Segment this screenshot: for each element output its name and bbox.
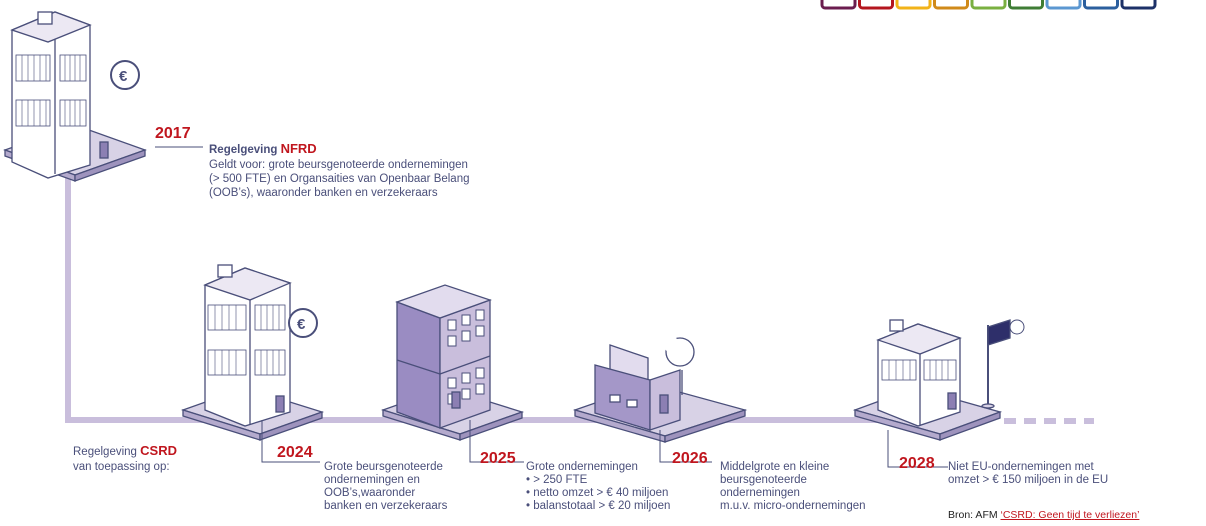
bullet-item: netto omzet > € 40 miljoen bbox=[526, 487, 670, 500]
window bbox=[461, 388, 471, 400]
svg-text:€: € bbox=[119, 68, 128, 85]
source-link[interactable]: ‘CSRD: Geen tijd te verliezen’ bbox=[1000, 509, 1140, 521]
nfrd-line: (> 500 FTE) en Organsaities van Openbaar… bbox=[209, 173, 470, 185]
building-2017-icon: € bbox=[3, 11, 147, 182]
window bbox=[475, 383, 485, 395]
csrd-prefix: Regelgeving bbox=[73, 446, 141, 458]
source-prefix: Bron: AFM bbox=[948, 509, 1001, 521]
colour-swatch bbox=[1008, 0, 1044, 10]
colour-swatch bbox=[1120, 0, 1157, 10]
nfrd-heading: Regelgeving NFRD bbox=[209, 142, 317, 157]
bullet-item: > 250 FTE bbox=[526, 474, 670, 487]
svg-text:€: € bbox=[297, 316, 306, 333]
desc-line: Niet EU-ondernemingen met bbox=[948, 461, 1094, 473]
desc-2028: Niet EU-ondernemingen met omzet > € 150 … bbox=[948, 461, 1108, 487]
window bbox=[461, 330, 471, 342]
colour-swatch bbox=[820, 0, 857, 10]
window bbox=[461, 372, 471, 384]
csrd-intro: Regelgeving CSRD van toepassing op: bbox=[73, 443, 177, 475]
nfrd-line: (OOB’s), waaronder banken en verzekeraar… bbox=[209, 187, 438, 199]
colour-swatch bbox=[1083, 0, 1119, 10]
window bbox=[461, 314, 471, 326]
nfrd-name: NFRD bbox=[280, 141, 317, 156]
desc-line: banken en verzekeraars bbox=[324, 500, 448, 512]
desc-line: Grote ondernemingen bbox=[526, 461, 638, 473]
window bbox=[475, 367, 485, 379]
colour-swatch bbox=[1045, 0, 1082, 10]
building-2028-icon bbox=[852, 319, 1025, 441]
window bbox=[475, 325, 485, 337]
building-2026-icon bbox=[572, 337, 748, 443]
desc-line: omzet > € 150 miljoen in de EU bbox=[948, 474, 1109, 486]
year-2024: 2024 bbox=[277, 444, 313, 461]
window bbox=[447, 319, 457, 331]
nfrd-line: Geldt voor: grote beursgenoteerde ondern… bbox=[209, 159, 468, 171]
connector-lines bbox=[155, 146, 948, 468]
csrd-intro-line2: van toepassing op: bbox=[73, 461, 170, 473]
building-2025-icon bbox=[380, 284, 525, 441]
year-2025: 2025 bbox=[480, 450, 516, 467]
colour-swatch bbox=[895, 0, 932, 10]
desc-2024: Grote beursgenoteerde ondernemingen en O… bbox=[324, 461, 447, 513]
window bbox=[447, 377, 457, 389]
desc-line: ondernemingen en bbox=[324, 474, 420, 486]
year-2017: 2017 bbox=[155, 125, 191, 142]
window bbox=[475, 309, 485, 321]
building-2024-icon: € bbox=[180, 264, 325, 441]
window bbox=[447, 335, 457, 347]
desc-line: ondernemingen bbox=[720, 487, 800, 499]
csrd-name: CSRD bbox=[140, 443, 177, 458]
desc-line: m.u.v. micro-ondernemingen bbox=[720, 500, 866, 512]
colour-swatch bbox=[858, 0, 894, 10]
desc-line: beursgenoteerde bbox=[720, 474, 807, 486]
desc-2025: Grote ondernemingen > 250 FTE netto omze… bbox=[526, 461, 670, 513]
colour-swatch bbox=[933, 0, 969, 10]
nfrd-prefix: Regelgeving bbox=[209, 144, 281, 156]
bullet-item: balanstotaal > € 20 miljoen bbox=[526, 500, 670, 513]
eu-flag-icon bbox=[987, 319, 1011, 346]
year-2028: 2028 bbox=[899, 455, 935, 472]
source-note: Bron: AFM ‘CSRD: Geen tijd te verliezen’ bbox=[948, 508, 1139, 522]
desc-2026: Middelgrote en kleine beursgenoteerde on… bbox=[720, 461, 866, 513]
desc-line: OOB’s,waaronder bbox=[324, 487, 416, 499]
year-2026: 2026 bbox=[672, 450, 708, 467]
colour-swatches bbox=[820, 0, 1157, 10]
desc-line: Middelgrote en kleine bbox=[720, 461, 830, 473]
nfrd-description: Geldt voor: grote beursgenoteerde ondern… bbox=[209, 158, 470, 200]
desc-line: Grote beursgenoteerde bbox=[324, 461, 443, 473]
colour-swatch bbox=[970, 0, 1007, 10]
